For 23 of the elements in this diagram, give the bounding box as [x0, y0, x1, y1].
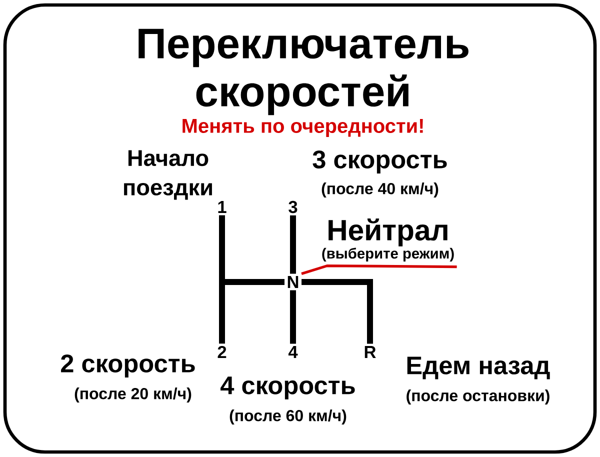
position-label: Начало поездки — [124, 150, 212, 200]
speed-note: (после остановки) — [406, 390, 550, 404]
gear-label: 3 скорость — [312, 150, 447, 174]
gear-number: 2 — [218, 346, 226, 358]
title: Переключатель скоростей — [138, 28, 468, 116]
neutral-label: Нейтрал (выберите режим) — [322, 218, 454, 262]
gear-label: 4 скорость — [220, 376, 355, 400]
leader-line — [301, 264, 457, 276]
speed-note: (после 60 км/ч) — [230, 410, 346, 424]
speed-note: (после 20 км/ч) — [74, 388, 192, 402]
gear-number: 1 — [218, 201, 226, 213]
speed-note: (после 40 км/ч) — [322, 182, 438, 198]
shift-path — [302, 279, 373, 344]
subtitle: Менять по очередности! — [182, 119, 423, 137]
gear-label: 2 скорость — [61, 354, 195, 378]
gear-number: R — [364, 346, 376, 358]
gear-label: Едем назад — [407, 356, 550, 380]
gear-number: 4 — [288, 346, 298, 358]
gear-number: 3 — [288, 200, 298, 214]
shift-path — [290, 215, 296, 274]
gear-number: N — [288, 276, 298, 288]
shift-path — [219, 279, 284, 344]
shift-path — [290, 290, 296, 344]
